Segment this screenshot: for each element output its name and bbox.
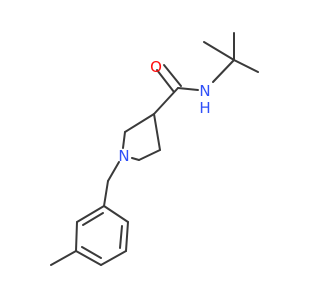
bond-ring-c2-n1 bbox=[122, 131, 126, 149]
bond-carbonyl-oxygen-2 bbox=[163, 64, 182, 87]
bonds bbox=[50, 32, 259, 266]
bond-ring-c5-n1 bbox=[131, 157, 140, 161]
bond-ring-c4-c5 bbox=[138, 149, 161, 161]
bond-tbutyl-methyl-right bbox=[233, 59, 259, 73]
amide-nitrogen-label: N bbox=[199, 82, 210, 100]
bond-ring-c3-c4 bbox=[153, 113, 161, 151]
bond-ch2-to-phenyl bbox=[103, 180, 109, 207]
bond-phenyl-5 bbox=[75, 221, 78, 252]
bond-carbonyl-oxygen-1 bbox=[156, 69, 175, 93]
ring-nitrogen-label: N bbox=[118, 147, 129, 165]
amide-hydrogen-label: H bbox=[199, 99, 210, 117]
bond-phenyl-2 bbox=[125, 221, 129, 252]
bond-n1-to-ch2 bbox=[107, 161, 120, 182]
bond-phenyl-3 bbox=[100, 250, 127, 266]
bond-nitrogen-to-carbonyl bbox=[177, 87, 199, 91]
bond-phenyl-inner-1 bbox=[119, 225, 123, 249]
bond-phenyl-6 bbox=[76, 205, 105, 223]
bond-phenyl-to-methyl bbox=[50, 250, 77, 266]
bond-ring-c3-c2 bbox=[124, 113, 155, 133]
bond-phenyl-4 bbox=[75, 250, 102, 266]
oxygen-atom-label: O bbox=[150, 58, 162, 76]
bond-carbonyl-to-ring bbox=[153, 87, 179, 115]
bond-phenyl-1 bbox=[103, 205, 129, 223]
bond-phenyl-inner-3 bbox=[82, 212, 104, 226]
bond-tbutyl-to-nitrogen bbox=[212, 59, 235, 83]
bond-tbutyl-methyl-left bbox=[203, 41, 235, 61]
molecule-structure: O N H N bbox=[50, 32, 259, 266]
bond-phenyl-inner-2 bbox=[81, 246, 102, 259]
atom-labels: O N H N bbox=[118, 58, 210, 165]
